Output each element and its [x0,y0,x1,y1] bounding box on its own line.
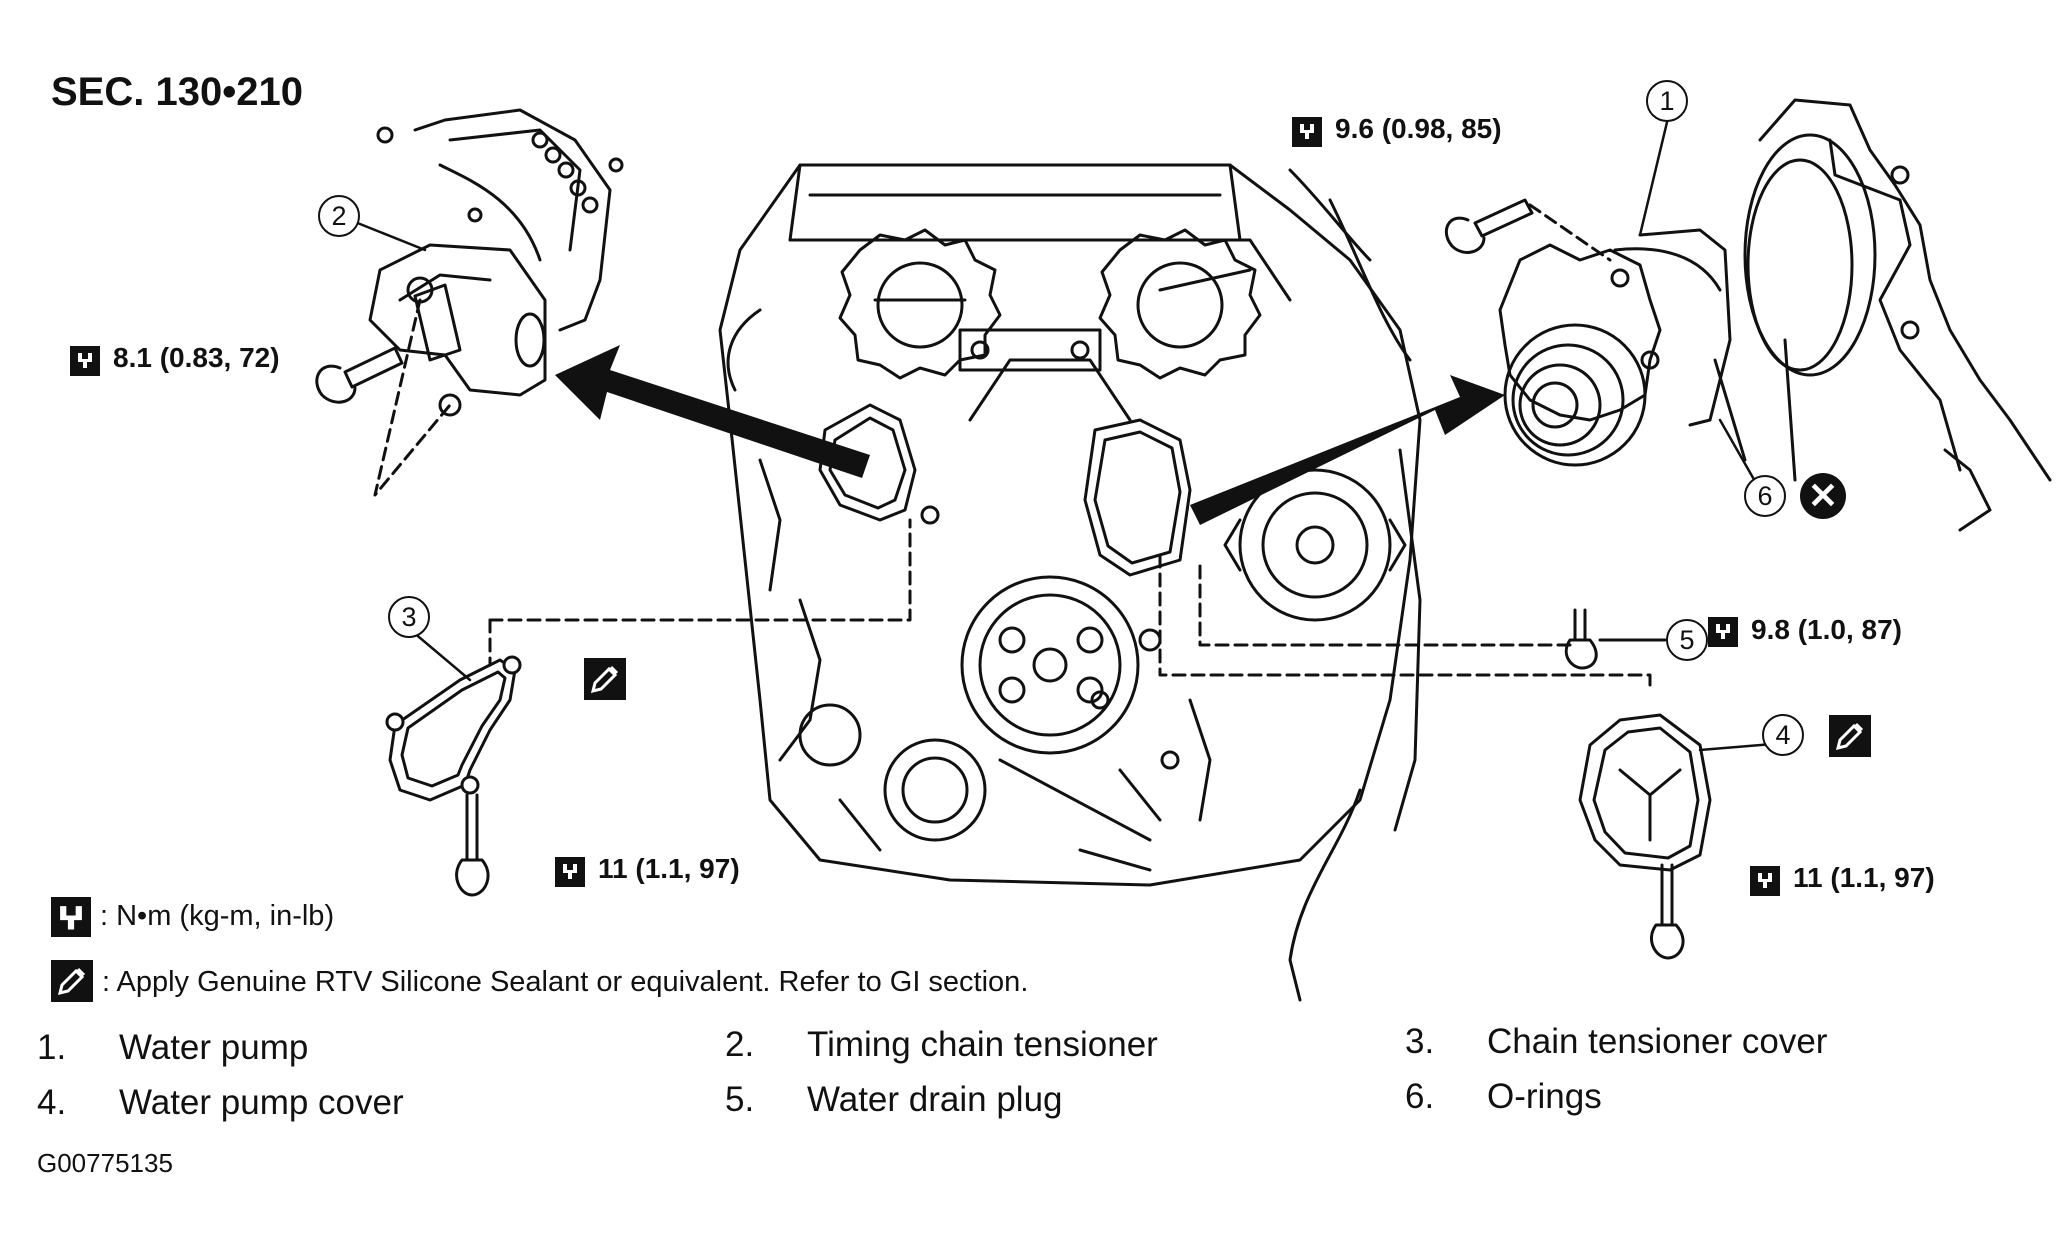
torque-spec-tensioner-cover-bolt: 11 (1.1, 97) [598,853,740,884]
torque-wrench-icon [51,897,91,937]
part-number: 3. [1405,1022,1435,1061]
callout-leaders [353,116,1800,752]
part-item: 1. Water pump [37,1028,308,1068]
part-item: 5. Water drain plug [725,1080,1063,1120]
part-number: 1. [37,1028,67,1067]
torque-wrench-icon [70,346,100,376]
part-item: 4. Water pump cover [37,1083,404,1123]
direction-arrows [555,345,1505,525]
water-pump-part [1445,98,2052,532]
callout-4: 4 [1762,714,1804,756]
torque-spec-drain-plug: 9.8 (1.0, 87) [1751,614,1902,645]
part-name: O-rings [1487,1077,1602,1116]
figure-code: G00775135 [37,1148,173,1178]
torque-spec-tensioner-bolt: 8.1 (0.83, 72) [113,342,280,373]
timing-chain-tensioner-part [315,108,624,497]
engine-block [718,163,1422,1002]
callout-2: 2 [318,195,360,237]
section-title: SEC. 130•210 [51,70,303,114]
torque-wrench-icon [1750,866,1780,896]
callout-1: 1 [1646,80,1688,122]
do-not-reuse-icon: ✕ [1800,473,1846,519]
callout-5: 5 [1666,619,1708,661]
part-name: Water pump [119,1028,309,1067]
sealant-icon [51,960,93,1002]
part-number: 2. [725,1025,755,1064]
water-pump-cover-part [1158,548,1712,960]
torque-spec-water-pump-bolt: 9.6 (0.98, 85) [1335,113,1502,144]
part-item: 3. Chain tensioner cover [1405,1022,1827,1062]
callout-6: 6 [1744,475,1786,517]
part-number: 6. [1405,1077,1435,1116]
callout-3: 3 [388,596,430,638]
torque-wrench-icon [1708,617,1738,647]
part-name: Chain tensioner cover [1487,1022,1828,1061]
part-number: 5. [725,1080,755,1119]
part-name: Timing chain tensioner [807,1025,1158,1064]
sealant-icon [584,658,626,700]
torque-unit-legend: : N•m (kg-m, in-lb) [100,900,335,932]
water-drain-plug-part [1198,558,1667,670]
sealant-note: : Apply Genuine RTV Silicone Sealant or … [102,966,1029,998]
part-name: Water pump cover [119,1083,404,1122]
torque-wrench-icon [555,857,585,887]
chain-tensioner-cover-part [385,518,912,897]
part-item: 2. Timing chain tensioner [725,1025,1158,1065]
part-number: 4. [37,1083,67,1122]
part-name: Water drain plug [807,1080,1063,1119]
part-item: 6. O-rings [1405,1077,1602,1117]
sealant-icon [1829,715,1871,757]
torque-spec-pump-cover-bolt: 11 (1.1, 97) [1793,862,1935,893]
torque-wrench-icon [1292,117,1322,147]
